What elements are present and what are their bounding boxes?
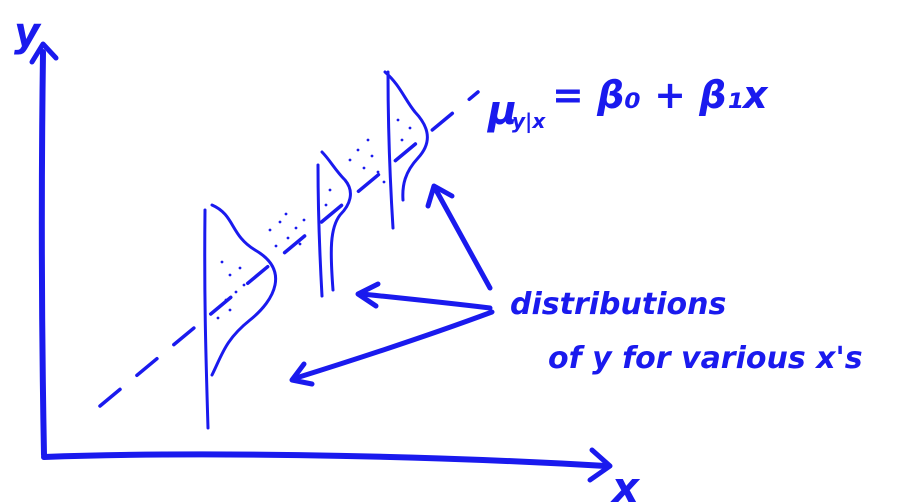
- distribution-2-curve: [320, 150, 352, 292]
- y-axis: [29, 41, 59, 458]
- arrow-head-2: [355, 281, 381, 309]
- regression-equation: μ y|x = β₀ + β₁x: [486, 73, 769, 134]
- regression-line: [98, 90, 480, 408]
- distribution-2-baseline: [316, 163, 324, 298]
- distribution-2: [268, 150, 352, 298]
- arrow-to-distribution-2: [359, 291, 493, 311]
- distribution-3-curve: [383, 70, 429, 202]
- equation-subscript: y|x: [512, 109, 546, 133]
- arrow-head-1: [289, 361, 315, 387]
- x-axis-label: x: [610, 463, 641, 503]
- y-axis-label: y: [14, 10, 42, 56]
- distribution-3: [348, 70, 429, 230]
- equation-mu: μ: [486, 88, 517, 134]
- annotation-line-2: of y for various x's: [548, 341, 863, 376]
- distribution-3-baseline: [386, 70, 395, 230]
- annotation-arrows: [289, 183, 495, 387]
- annotation: distributions of y for various x's: [510, 287, 863, 376]
- distribution-2-shading: [268, 188, 332, 248]
- distribution-1-curve: [210, 203, 277, 377]
- equation-rhs: = β₀ + β₁x: [552, 73, 769, 117]
- x-axis: [41, 447, 613, 483]
- arrow-head-3: [425, 183, 455, 209]
- distribution-3-shading: [348, 118, 412, 184]
- arrow-to-distribution-3: [433, 187, 493, 291]
- distribution-1: [203, 203, 277, 430]
- distribution-1-shading: [216, 260, 246, 320]
- annotation-line-1: distributions: [510, 287, 726, 322]
- distribution-1-baseline: [203, 208, 210, 430]
- arrow-to-distribution-1: [293, 309, 495, 381]
